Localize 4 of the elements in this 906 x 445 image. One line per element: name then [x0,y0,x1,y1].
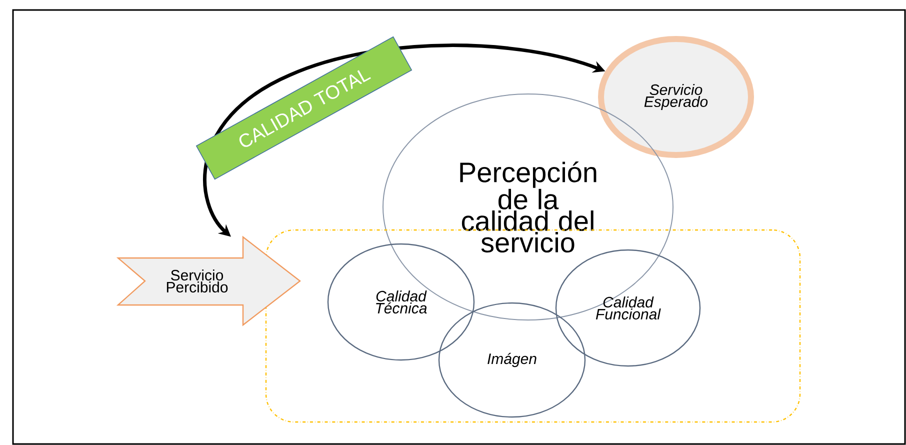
dashed-box [265,229,801,423]
ellipse-node: Calidad Técnica [327,243,475,361]
ellipse-node: Imágen [438,302,586,418]
ellipse-node: Servicio Esperado [598,36,754,158]
